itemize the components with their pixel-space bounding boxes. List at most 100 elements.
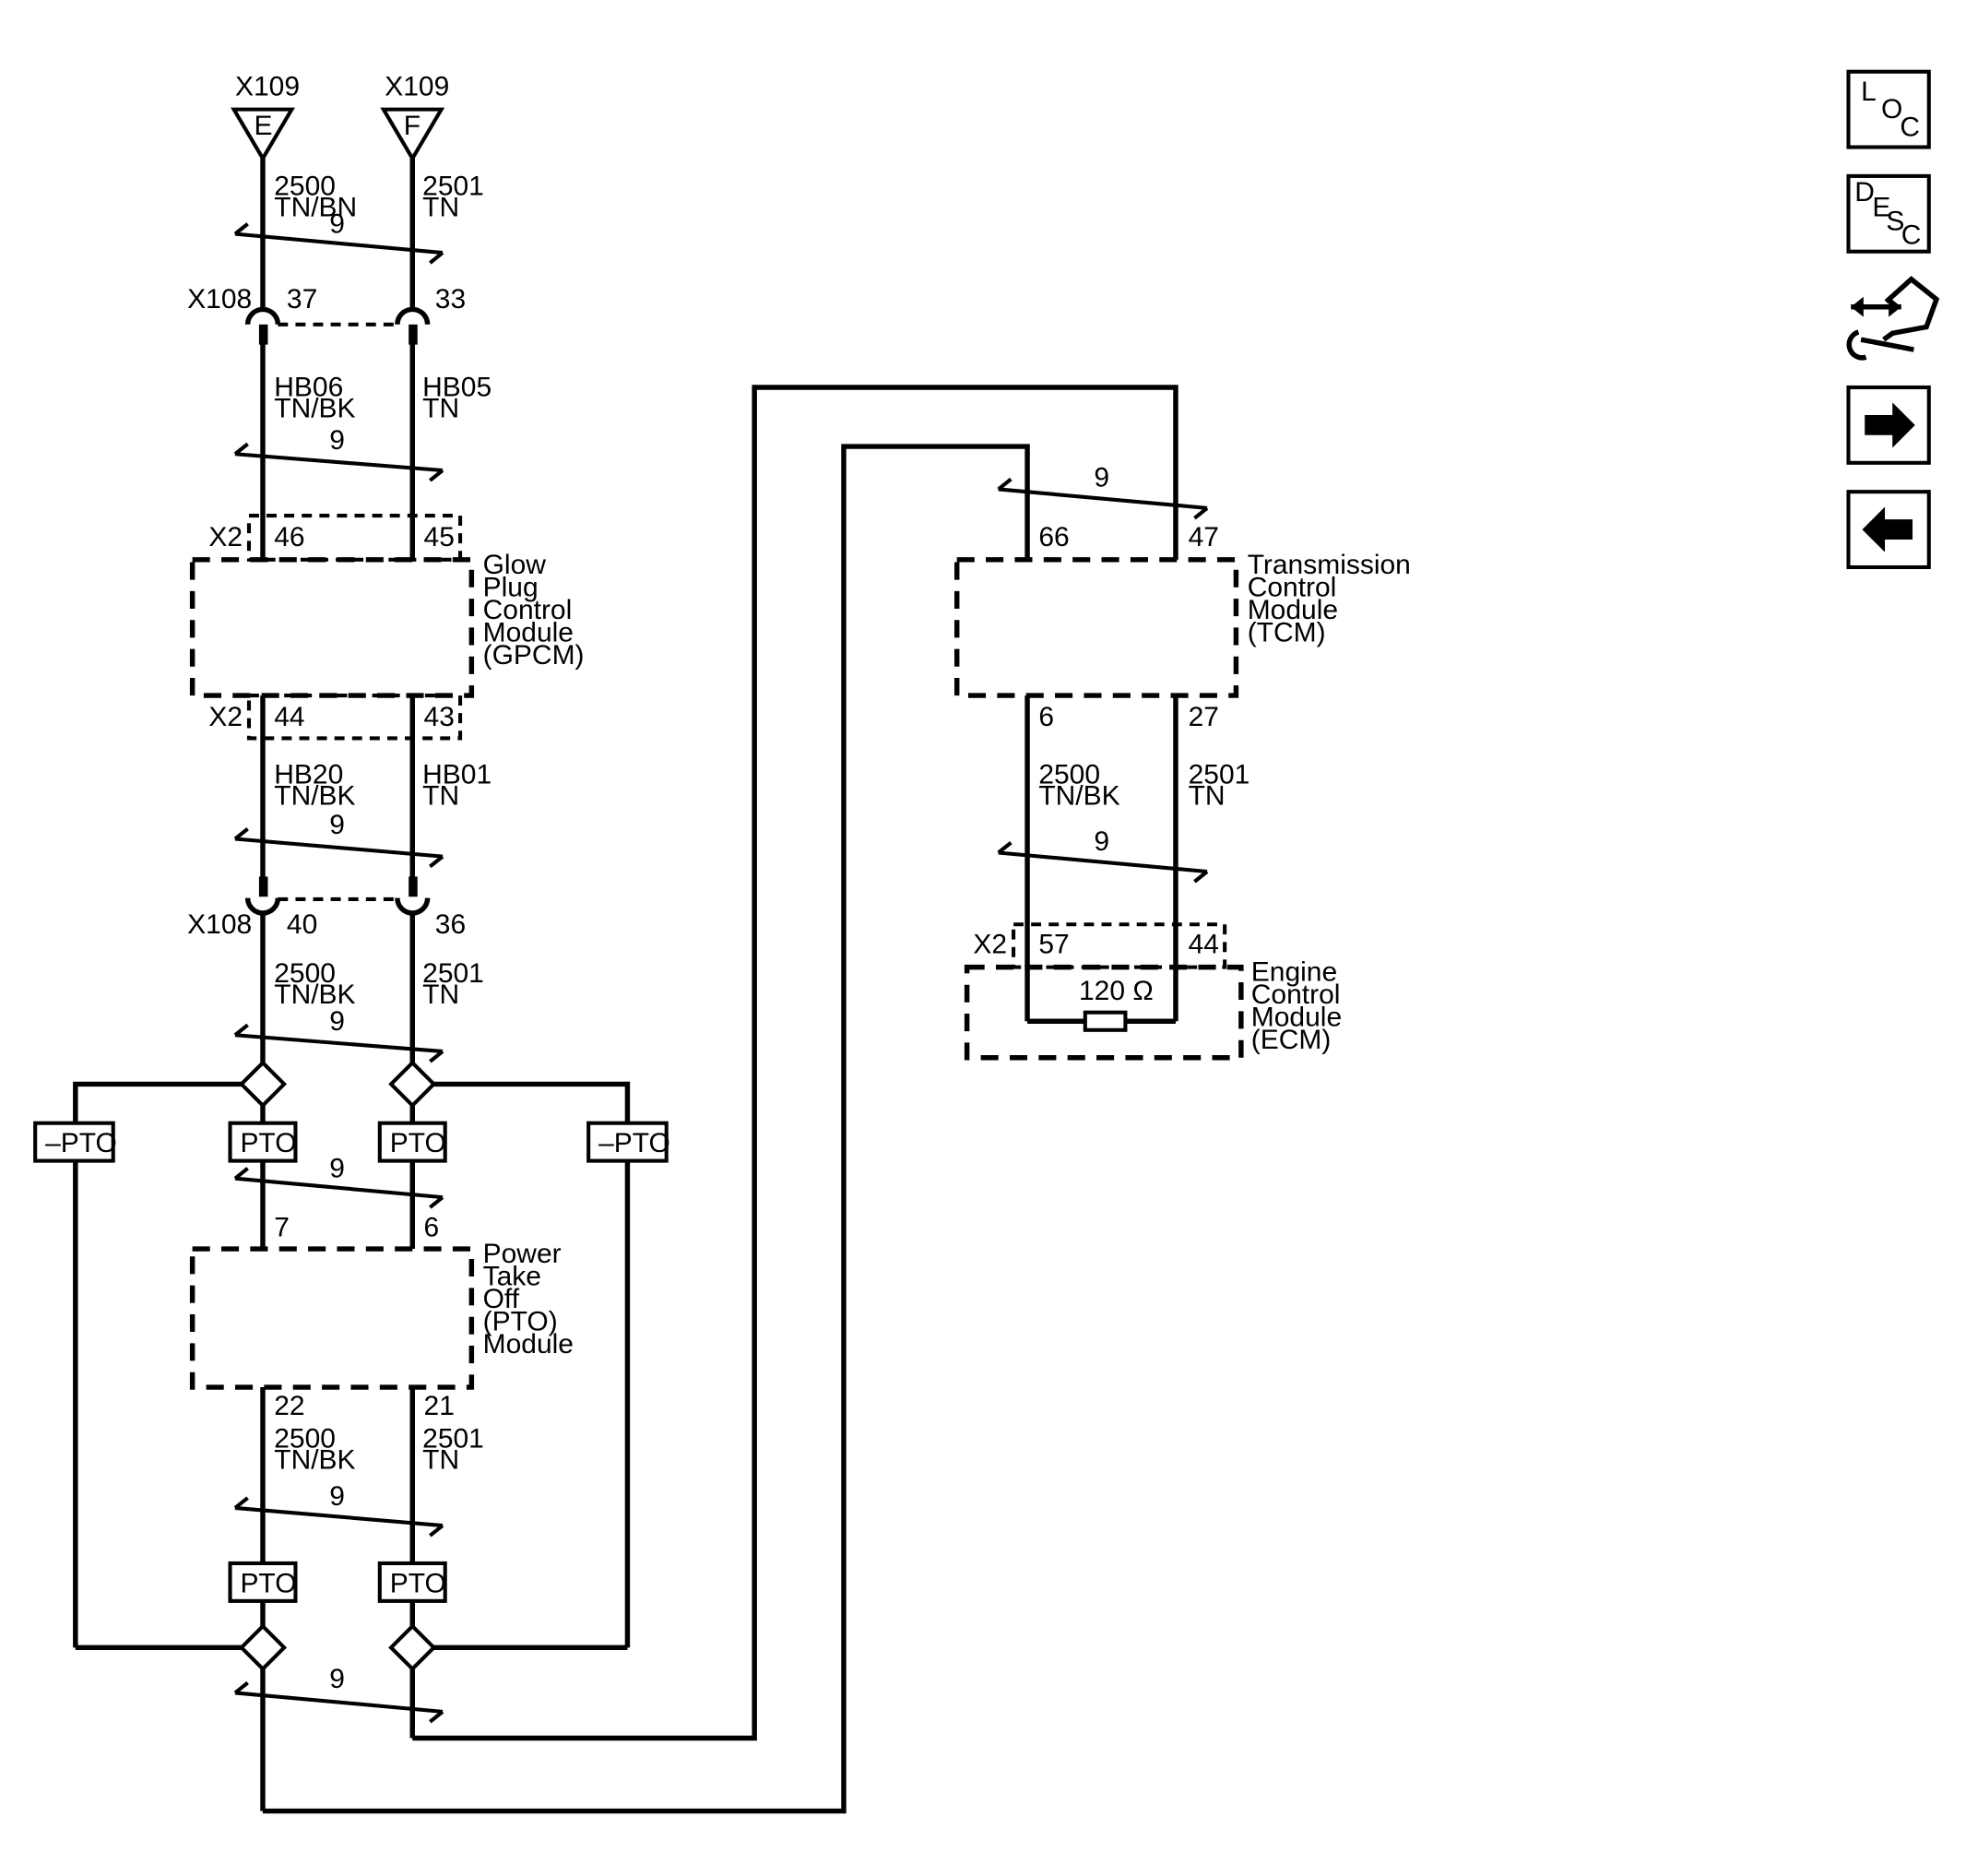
gpcm-pin: 44 — [274, 702, 304, 732]
connector-wrench-icon[interactable] — [1846, 276, 1940, 361]
x109-connector-f[interactable]: X109 F — [380, 72, 449, 162]
desc-letter: E — [1872, 193, 1890, 223]
splice-diamond-icon — [388, 1060, 437, 1109]
twist-count: 9 — [329, 1006, 345, 1037]
description-button[interactable]: D E S C — [1846, 173, 1931, 254]
wire-color: TN/BK — [1038, 781, 1119, 812]
gpcm-pin: 43 — [424, 702, 455, 732]
option-no-pto-right[interactable]: –PTO — [586, 1121, 670, 1163]
splice-diamond-icon — [238, 1060, 288, 1109]
arrow-right-icon — [1865, 402, 1915, 448]
gpcm-connector-top: X2 — [208, 522, 243, 552]
ecm-connector: X2 — [973, 930, 1007, 960]
twisted-pair-marker: 9 — [233, 208, 444, 265]
x108-connector-top[interactable]: X108 37 33 — [187, 284, 466, 345]
option-label: PTO — [240, 1568, 296, 1598]
twisted-pair-marker: 9 — [997, 463, 1209, 520]
option-label: PTO — [390, 1128, 446, 1158]
twist-count: 9 — [329, 1153, 345, 1183]
pto-pin: 21 — [424, 1391, 455, 1421]
ecm-pin: 44 — [1189, 930, 1219, 960]
twisted-pair-marker: 9 — [233, 425, 444, 482]
twist-count: 9 — [1094, 463, 1109, 493]
x108-pin: 33 — [435, 284, 466, 315]
connector-triangle-icon — [231, 107, 295, 162]
wire-circuit: 2500 — [274, 958, 336, 989]
wire-circuit: 2500 — [274, 171, 336, 201]
pto-module[interactable]: 7 6 22 21 Power Take Off (PTO) Module — [189, 1212, 574, 1421]
x108-pin: 40 — [287, 909, 317, 940]
option-no-pto-left[interactable]: –PTO — [33, 1121, 117, 1163]
gpcm-pin: 45 — [424, 522, 455, 552]
wire-color: TN — [1189, 781, 1226, 812]
tcm-module[interactable]: 66 47 6 27 Transmission Control Module (… — [953, 522, 1411, 732]
ecm-pin: 57 — [1038, 930, 1069, 960]
twisted-pair-marker: 9 — [997, 826, 1209, 884]
twist-count: 9 — [329, 1481, 345, 1512]
option-label: PTO — [240, 1128, 296, 1158]
wire-circuit: 2500 — [1038, 760, 1100, 790]
pto-name: Take — [483, 1262, 541, 1292]
splice-diamond-icon — [388, 1623, 437, 1672]
tcm-pin: 66 — [1038, 522, 1069, 552]
twist-count: 9 — [329, 810, 345, 840]
x108-connector-bottom[interactable]: X108 40 36 — [187, 876, 466, 940]
gpcm-name: Glow — [483, 550, 547, 580]
pto-pin: 22 — [274, 1391, 304, 1421]
tcm-name: Module — [1248, 595, 1338, 625]
option-label: PTO — [390, 1568, 446, 1598]
option-pto-left[interactable]: PTO — [228, 1121, 298, 1163]
loc-letter: L — [1861, 77, 1877, 107]
desc-letter: C — [1901, 220, 1922, 251]
wire-color: TN/BN — [274, 193, 357, 223]
pto-name: Power — [483, 1239, 562, 1269]
wire-color: TN/BK — [274, 1445, 355, 1476]
wire-color: TN — [422, 781, 459, 812]
wire-circuit: HB05 — [422, 373, 492, 403]
wire-circuit: 2501 — [422, 1424, 484, 1454]
twist-count: 9 — [329, 208, 345, 239]
wire-color: TN — [422, 394, 459, 424]
option-label: –PTO — [45, 1128, 117, 1158]
option-pto-lower-right[interactable]: PTO — [377, 1561, 447, 1603]
gpcm-name: Plug — [483, 572, 539, 602]
wire-circuit: 2500 — [274, 1424, 336, 1454]
x108-pin: 37 — [287, 284, 317, 315]
location-button[interactable]: L O C — [1846, 69, 1931, 149]
option-pto-right[interactable]: PTO — [377, 1121, 447, 1163]
twisted-pair-marker: 9 — [233, 1153, 444, 1209]
x109-label-right: X109 — [385, 72, 449, 102]
wire-circuit: 2501 — [422, 171, 484, 201]
wire-color: TN/BK — [274, 781, 355, 812]
ecm-name: Control — [1251, 980, 1341, 1010]
wire-color: TN — [422, 980, 459, 1010]
resistor-icon — [1083, 1010, 1128, 1032]
next-page-button[interactable] — [1846, 385, 1931, 465]
desc-letter: S — [1886, 207, 1904, 237]
tcm-name: Transmission — [1248, 550, 1411, 580]
twisted-pair-marker: 9 — [233, 1481, 444, 1538]
x108-pin: 36 — [435, 909, 466, 940]
gpcm-module[interactable]: X2 46 45 X2 44 43 Glow Plug Control Modu… — [189, 514, 585, 741]
pto-pin: 7 — [274, 1212, 290, 1242]
pto-name: (PTO) — [483, 1307, 558, 1337]
prev-page-button[interactable] — [1846, 490, 1931, 570]
loc-letter: O — [1881, 94, 1902, 125]
wire-color: TN — [422, 193, 459, 223]
connector-triangle-icon — [380, 107, 445, 162]
pto-name: Module — [483, 1329, 574, 1360]
twisted-pair-marker: 9 — [233, 810, 444, 869]
x109-connector-e[interactable]: X109 E — [231, 72, 300, 162]
arrow-left-icon — [1862, 506, 1913, 552]
tcm-pin: 47 — [1189, 522, 1219, 552]
option-pto-lower-left[interactable]: PTO — [228, 1561, 298, 1603]
x109-label-left: X109 — [235, 72, 300, 102]
tcm-pin: 6 — [1038, 702, 1054, 732]
ecm-module[interactable]: X2 57 44 120 Ω Engine Control Module (EC… — [964, 922, 1343, 1061]
x108-label: X108 — [187, 909, 252, 940]
gpcm-name: Module — [483, 617, 574, 647]
wire-color: TN — [422, 1445, 459, 1476]
wire-circuit: 2501 — [1189, 760, 1250, 790]
resistor-value: 120 Ω — [1079, 976, 1154, 1006]
